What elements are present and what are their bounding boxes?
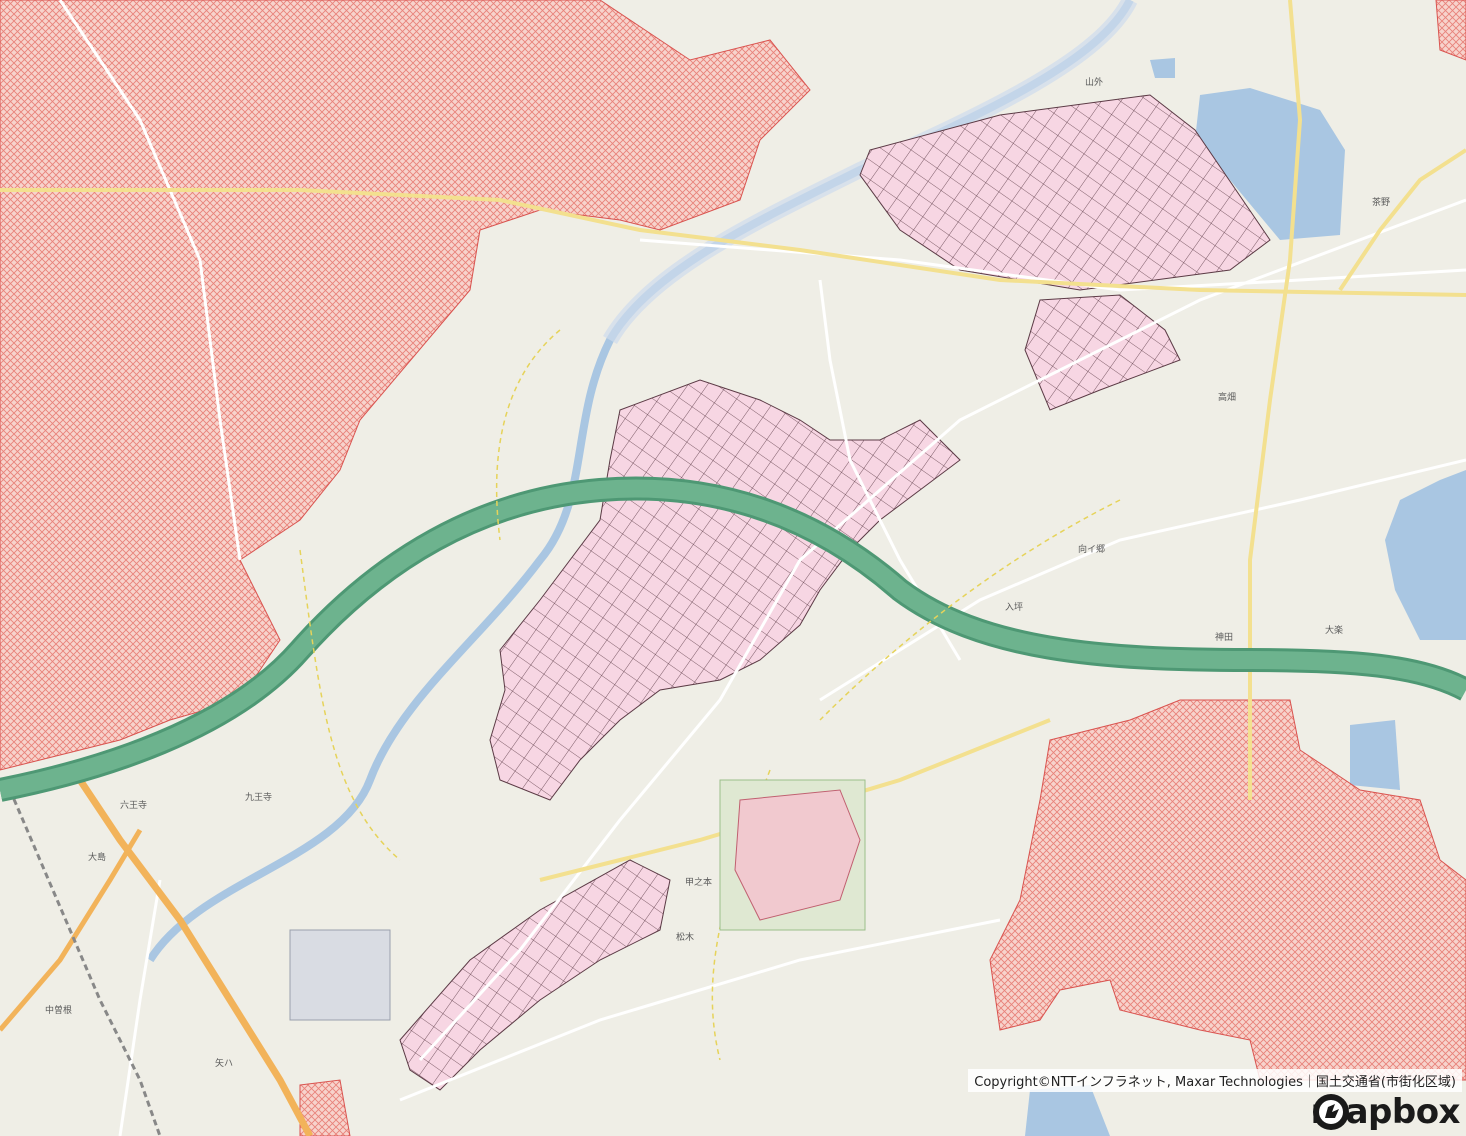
- river-bank: [603, 0, 1138, 345]
- water-layer: [1025, 58, 1466, 1136]
- place-label: 矢ハ: [215, 1057, 233, 1069]
- place-label: 大島: [88, 851, 106, 863]
- place-label: 山外: [1085, 76, 1103, 88]
- shopping-center: [734, 789, 861, 921]
- national-road-branch: [0, 828, 143, 1032]
- place-label: 九王寺: [245, 792, 272, 803]
- railway: [8, 789, 162, 1136]
- place-label: 高畑: [1218, 391, 1236, 403]
- place-labels: 山外 茶野 大楽 神田 六王寺 九王寺 入坪 向イ郷 大島 中曽根 矢ハ 松木 …: [45, 76, 1390, 1069]
- place-label: 中曽根: [45, 1004, 72, 1016]
- factory-block: [289, 929, 391, 1021]
- mapbox-icon: [1312, 1094, 1349, 1130]
- admin-boundary: [299, 329, 1121, 1061]
- place-label: 入坪: [1005, 602, 1023, 613]
- place-label: 甲之本: [685, 876, 712, 888]
- prefectural-road-layer: [0, 0, 1466, 882]
- map-attribution[interactable]: Copyright©NTTインフラネット, Maxar Technologies…: [968, 1069, 1462, 1092]
- place-label: 大楽: [1325, 624, 1343, 636]
- place-label: 神田: [1215, 631, 1233, 643]
- mapbox-logo[interactable]: mapbox: [1311, 1092, 1461, 1132]
- place-label: 松木: [676, 931, 694, 943]
- place-label: 六王寺: [120, 799, 147, 811]
- expressway: [0, 479, 1466, 799]
- place-label: 向イ郷: [1078, 543, 1105, 555]
- place-label: 茶野: [1372, 196, 1390, 208]
- national-road: [77, 778, 314, 1136]
